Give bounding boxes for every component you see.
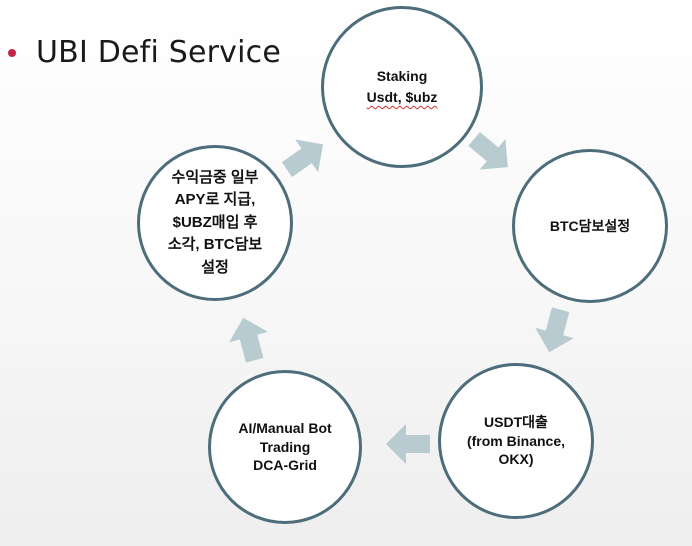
node-btc-collateral: BTC담보설정 — [512, 149, 668, 303]
node-apy-payout-label: 수익금중 일부 APY로 지급, $UBZ매입 후 소각, BTC담보 설정 — [167, 168, 263, 276]
bullet-dot — [8, 49, 16, 57]
node-btc-collateral-label: BTC담보설정 — [549, 217, 631, 234]
node-staking-line1: Staking — [376, 68, 428, 84]
node-staking-line2: Usdt, $ubz — [366, 89, 438, 105]
title-row: UBI Defi Service — [8, 30, 281, 74]
node-apy-payout: 수익금중 일부 APY로 지급, $UBZ매입 후 소각, BTC담보 설정 — [137, 145, 293, 301]
arrow-apy-to-staking — [281, 139, 324, 177]
arrow-usdt-to-aibot — [386, 424, 430, 464]
arrow-aibot-to-apy — [229, 317, 268, 363]
node-usdt-loan-label: USDT대출 (from Binance, OKX) — [466, 413, 565, 468]
node-staking: Staking Usdt, $ubz — [321, 6, 483, 168]
node-staking-label: Staking Usdt, $ubz — [367, 66, 438, 108]
node-ai-bot: AI/Manual Bot Trading DCA-Grid — [208, 370, 362, 524]
node-ai-bot-label: AI/Manual Bot Trading DCA-Grid — [238, 419, 332, 474]
slide-title: UBI Defi Service — [36, 34, 281, 70]
node-usdt-loan: USDT대출 (from Binance, OKX) — [438, 363, 594, 519]
arrow-staking-to-btc — [468, 131, 508, 170]
arrow-btc-to-usdt — [535, 307, 574, 353]
